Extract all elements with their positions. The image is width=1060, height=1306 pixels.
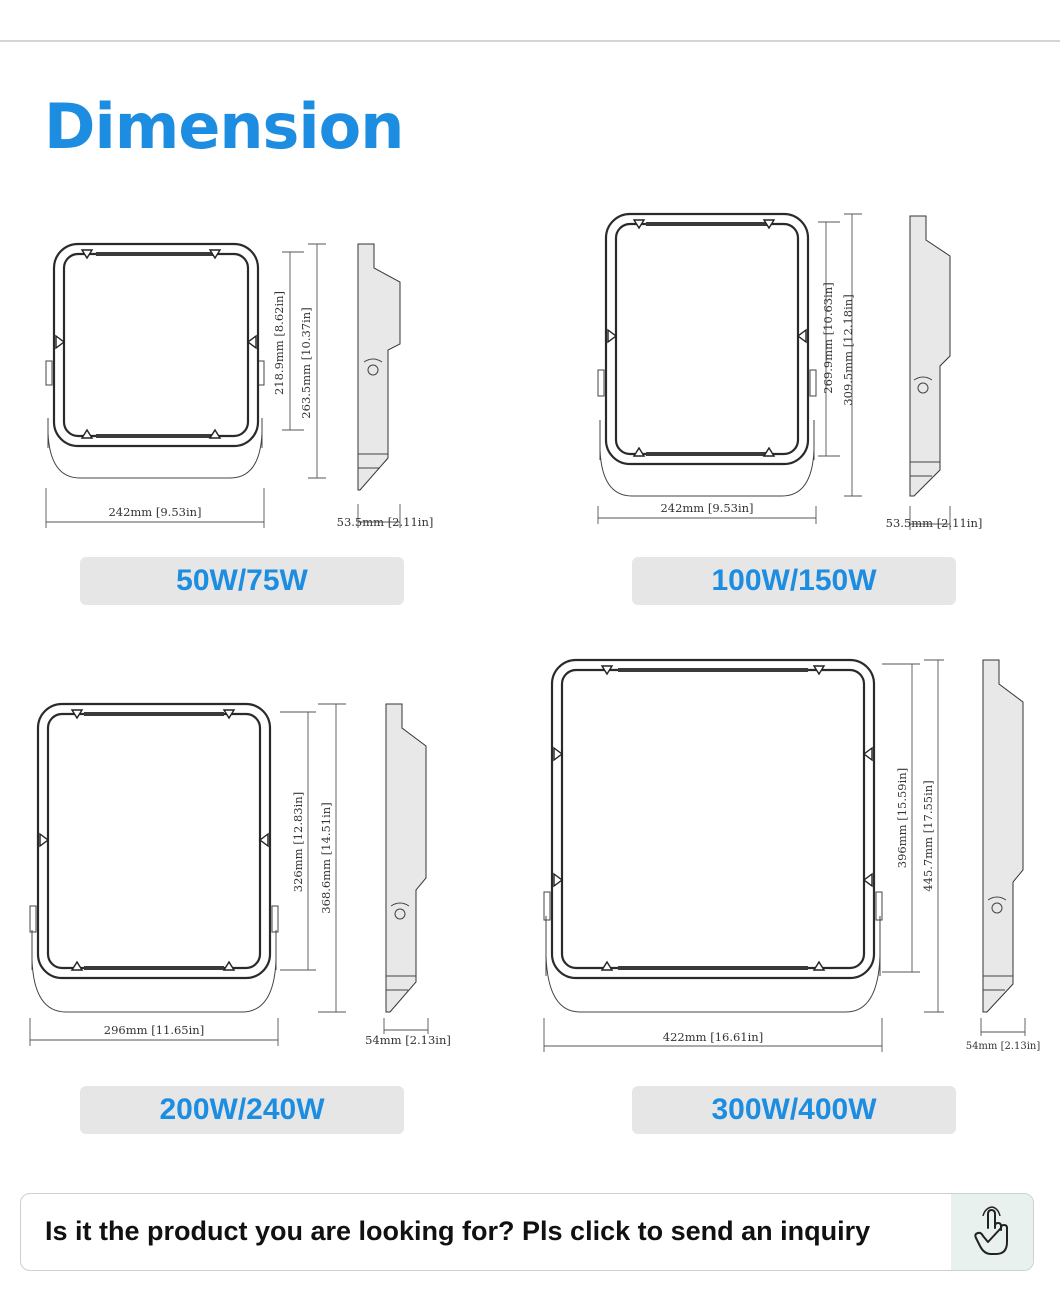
height-dimensions	[818, 213, 862, 497]
side-view	[980, 659, 1026, 1036]
inner-height-label: 218.9mm [8.62in]	[272, 291, 286, 395]
depth-label: 54mm [2.13in]	[966, 1041, 1041, 1052]
width-dimension	[45, 488, 265, 528]
inner-height-label: 269.9mm [10.63in]	[821, 282, 835, 393]
side-view	[909, 215, 951, 530]
width-dimension	[597, 506, 817, 524]
front-view	[543, 658, 883, 1013]
model-label-100w-150w: 100W/150W	[632, 557, 956, 605]
model-label-300w-400w: 300W/400W	[632, 1086, 956, 1134]
depth-label: 54mm [2.13in]	[365, 1033, 451, 1047]
inquiry-button[interactable]	[951, 1194, 1033, 1270]
pointing-hand-icon	[974, 1206, 1008, 1255]
outer-height-label: 263.5mm [10.37in]	[299, 307, 313, 418]
page-title: Dimension	[44, 90, 404, 163]
front-view	[29, 702, 279, 1013]
top-divider	[0, 40, 1060, 42]
model-label-50w-75w: 50W/75W	[80, 557, 404, 605]
outer-height-label: 445.7mm [17.55in]	[921, 780, 935, 891]
height-dimensions	[282, 243, 326, 479]
drawing-100w-150w: 269.9mm [10.63in] 309.5mm [12.18in] 242m…	[597, 212, 983, 530]
width-dimension	[543, 1018, 883, 1052]
depth-label: 53.5mm [2.11in]	[337, 515, 434, 529]
inner-height-label: 326mm [12.83in]	[291, 792, 305, 892]
inner-height-label: 396mm [15.59in]	[895, 768, 909, 868]
outer-height-label: 368.6mm [14.51in]	[319, 802, 333, 913]
drawing-50w-75w: 218.9mm [8.62in] 263.5mm [10.37in] 242mm…	[45, 242, 434, 529]
model-label-200w-240w: 200W/240W	[80, 1086, 404, 1134]
front-view	[45, 242, 265, 479]
drawing-200w-240w: 326mm [12.83in] 368.6mm [14.51in] 296mm …	[29, 702, 451, 1047]
depth-label: 53.5mm [2.11in]	[886, 516, 983, 530]
width-label: 242mm [9.53in]	[660, 501, 753, 515]
inquiry-text[interactable]: Is it the product you are looking for? P…	[45, 1216, 871, 1246]
width-dimension	[29, 1018, 279, 1046]
height-dimensions	[280, 703, 346, 1013]
width-label: 422mm [16.61in]	[663, 1030, 763, 1044]
side-view	[357, 243, 401, 528]
width-label: 296mm [11.65in]	[104, 1023, 204, 1037]
height-dimensions	[882, 659, 944, 1013]
width-label: 242mm [9.53in]	[108, 505, 201, 519]
side-view	[383, 703, 429, 1034]
inquiry-banner[interactable]: Is it the product you are looking for? P…	[20, 1193, 1034, 1271]
front-view	[597, 212, 817, 497]
drawing-300w-400w: 396mm [15.59in] 445.7mm [17.55in] 422mm …	[543, 658, 1041, 1052]
outer-height-label: 309.5mm [12.18in]	[841, 294, 855, 405]
